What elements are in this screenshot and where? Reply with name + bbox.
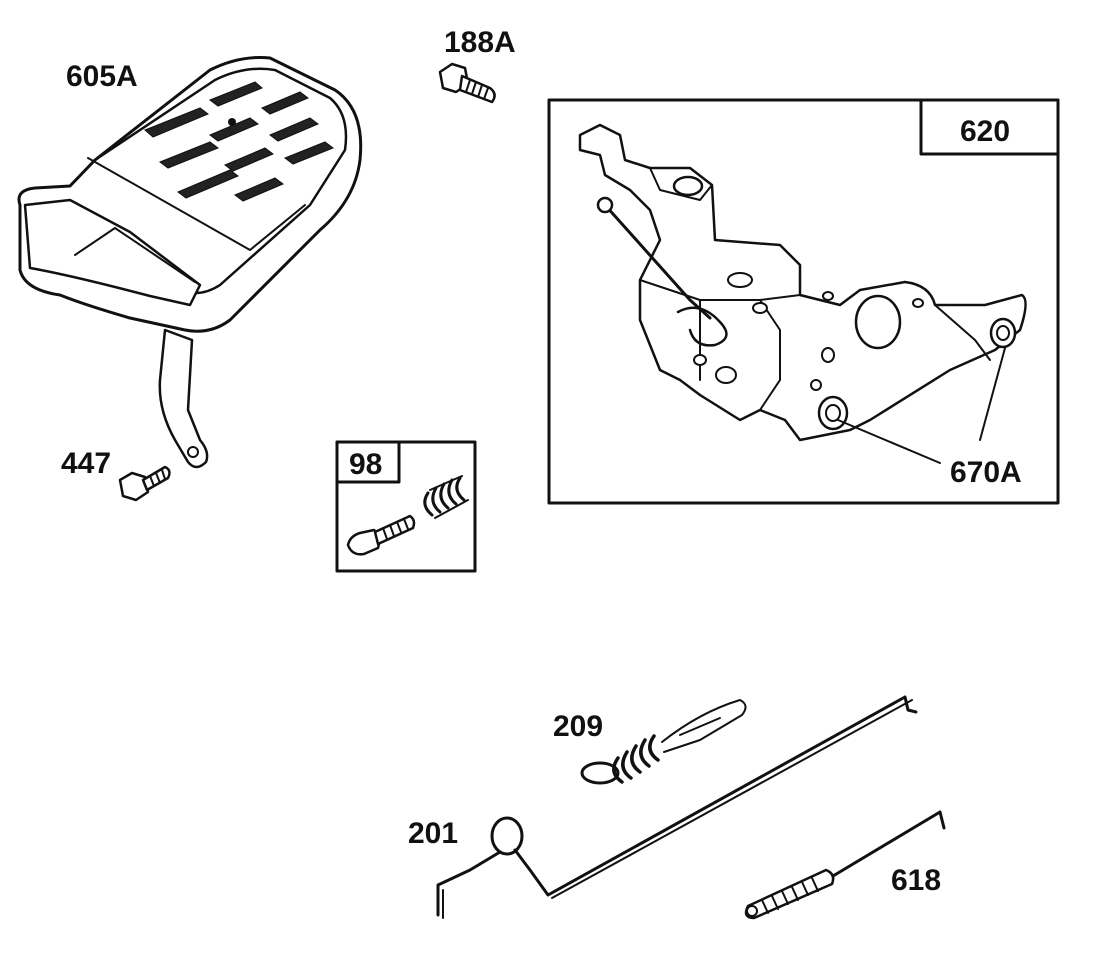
muffler-guard-part bbox=[17, 56, 363, 469]
label-201: 201 bbox=[408, 817, 458, 850]
link-201-part bbox=[436, 695, 918, 919]
label-605a: 605A bbox=[66, 60, 138, 93]
kit-98-box bbox=[335, 440, 477, 573]
screw-188a-part bbox=[438, 62, 496, 104]
control-assembly-620-box bbox=[547, 98, 1060, 505]
label-98: 98 bbox=[349, 448, 382, 481]
label-209: 209 bbox=[553, 710, 603, 743]
label-670a: 670A bbox=[950, 456, 1022, 489]
label-618: 618 bbox=[891, 864, 941, 897]
screw-447-part bbox=[118, 465, 171, 502]
spring-209-part bbox=[580, 699, 747, 785]
label-188a: 188A bbox=[444, 26, 516, 59]
label-447: 447 bbox=[61, 447, 111, 480]
spring-618-part bbox=[744, 810, 946, 920]
label-620: 620 bbox=[960, 115, 1010, 148]
